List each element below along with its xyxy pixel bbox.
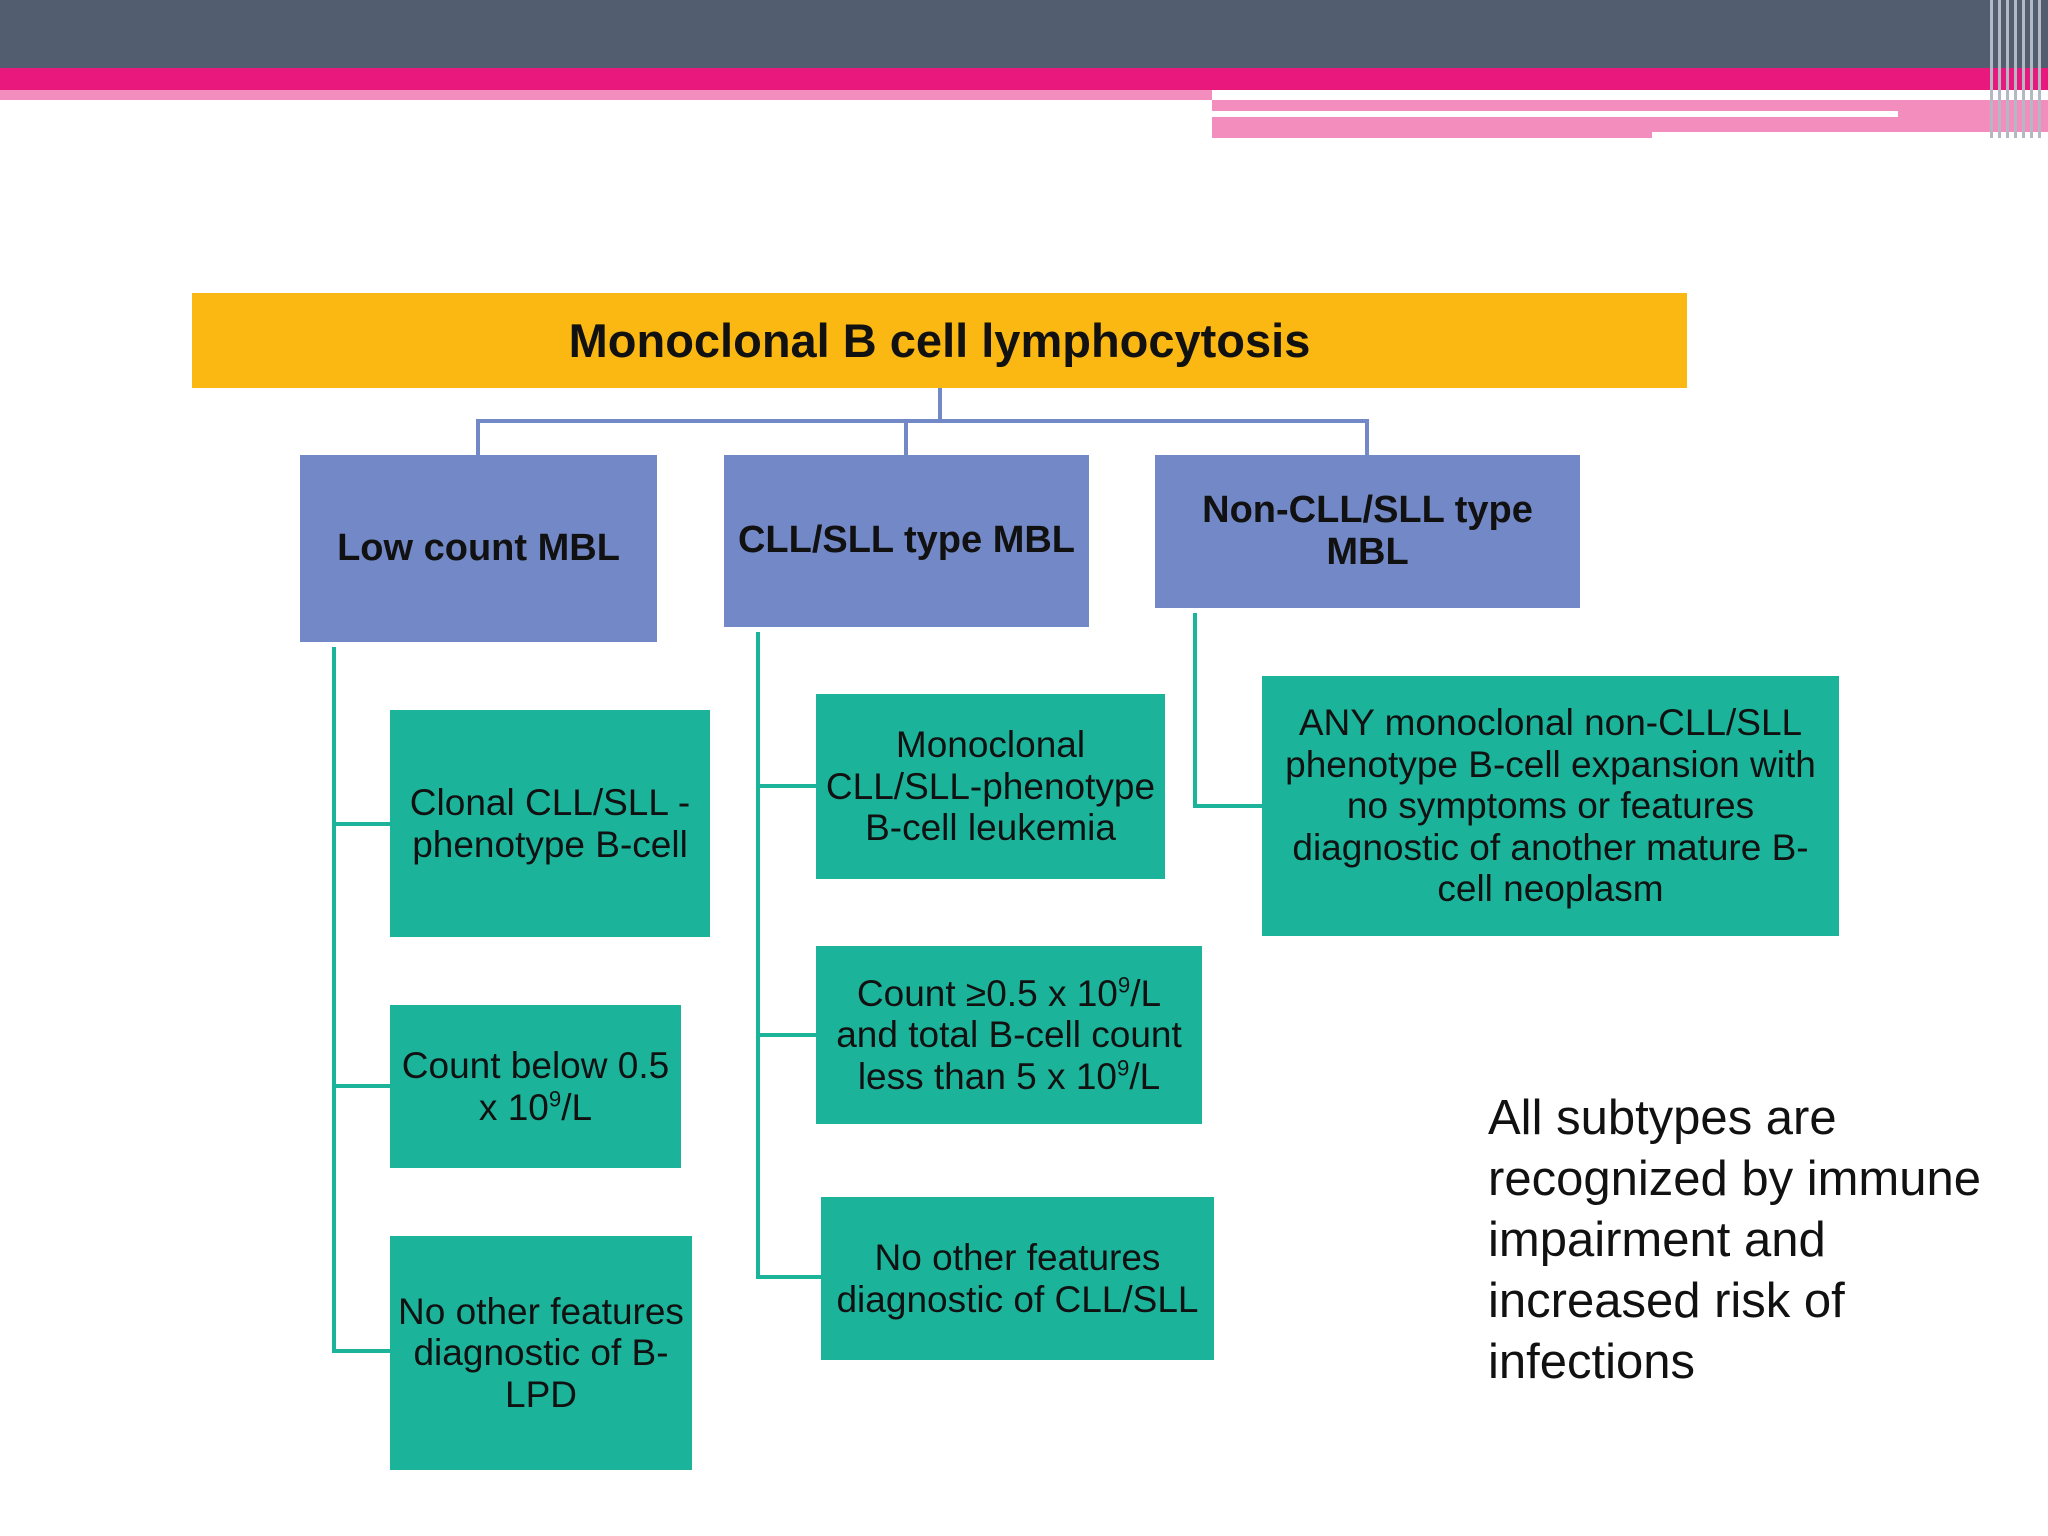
category-low-count-mbl: Low count MBL — [300, 455, 657, 642]
header-bar — [0, 0, 2048, 68]
leaf-monoclonal-cll-sll-leukemia: Monoclonal CLL/SLL-phenotype B-cell leuk… — [816, 694, 1165, 879]
connector-branch — [756, 784, 816, 788]
connector-branch — [1193, 804, 1262, 808]
leaf-any-monoclonal-non-cll-sll: ANY monoclonal non-CLL/SLL phenotype B-c… — [1262, 676, 1839, 936]
header-vertical-stripe — [2038, 0, 2041, 138]
leaf-no-other-features-b-lpd: No other features diagnostic of B-LPD — [390, 1236, 692, 1470]
header-white-line — [1212, 111, 1898, 117]
connector-branch — [332, 822, 390, 826]
category-cll-sll-type-mbl: CLL/SLL type MBL — [724, 455, 1089, 627]
header-pink-stripe — [0, 68, 2048, 90]
header-pink-block — [1212, 100, 2048, 138]
header-vertical-stripe — [1998, 0, 2001, 138]
leaf-text: No other features diagnostic of CLL/SLL — [836, 1237, 1199, 1320]
connector-non-cll-spine — [1193, 613, 1197, 808]
leaf-count-below: Count below 0.5 x 109/L — [390, 1005, 681, 1168]
header-vertical-stripe — [2030, 0, 2033, 138]
connector-branch — [332, 1349, 390, 1353]
leaf-text: Monoclonal CLL/SLL-phenotype B-cell leuk… — [825, 724, 1156, 849]
leaf-count-range: Count ≥0.5 x 109/L and total B-cell coun… — [816, 946, 1202, 1124]
connector-root-horizontal — [476, 419, 1369, 423]
leaf-text: ANY monoclonal non-CLL/SLL phenotype B-c… — [1285, 702, 1816, 910]
category-label: Non-CLL/SLL type MBL — [1202, 488, 1533, 573]
connector-cll-type-spine — [756, 632, 760, 1279]
leaf-text: Count ≥0.5 x 109/L and total B-cell coun… — [836, 972, 1182, 1097]
connector-branch — [756, 1275, 821, 1279]
connector-low-count-spine — [332, 647, 336, 1353]
header-light-pink-stripe — [0, 90, 1212, 100]
connector-branch — [332, 1084, 390, 1088]
header-vertical-stripe — [2014, 0, 2017, 138]
leaf-text: No other features diagnostic of B-LPD — [398, 1290, 684, 1415]
category-label: CLL/SLL type MBL — [737, 519, 1076, 562]
header-vertical-stripe — [2022, 0, 2025, 138]
connector-to-cll-type — [904, 419, 908, 455]
leaf-no-other-features-cll-sll: No other features diagnostic of CLL/SLL — [821, 1197, 1214, 1360]
leaf-text: Count below 0.5 x 109/L — [401, 1045, 670, 1128]
connector-root-stem — [938, 388, 942, 421]
category-label: Low count MBL — [337, 526, 620, 569]
root-title: Monoclonal B cell lymphocytosis — [568, 314, 1311, 367]
category-non-cll-sll-type-mbl: Non-CLL/SLL type MBL — [1155, 455, 1580, 608]
connector-to-non-cll-type — [1365, 419, 1369, 455]
connector-to-low-count — [476, 419, 480, 455]
leaf-clonal-cll-sll-phenotype: Clonal CLL/SLL -phenotype B-cell — [390, 710, 710, 937]
note-text: All subtypes are recognized by immune im… — [1488, 1091, 1981, 1389]
connector-branch — [756, 1033, 816, 1037]
leaf-text: Clonal CLL/SLL -phenotype B-cell — [409, 782, 691, 865]
root-node: Monoclonal B cell lymphocytosis — [192, 293, 1687, 388]
header-vertical-stripe — [2006, 0, 2009, 138]
header-white-line — [1652, 132, 2048, 138]
header-vertical-stripe — [1990, 0, 1993, 138]
